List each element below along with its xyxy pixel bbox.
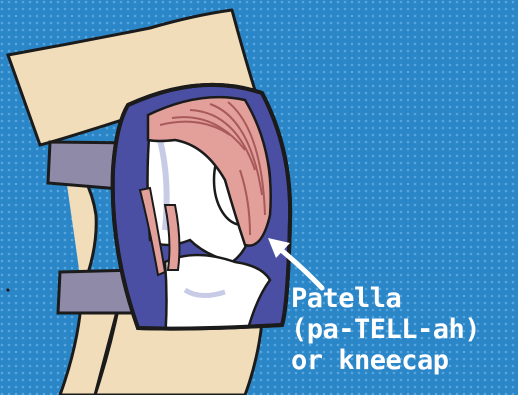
caption-line-term: Patella: [291, 283, 515, 314]
caption-line-common-name: or kneecap: [291, 345, 515, 376]
stray-dot: [6, 288, 9, 291]
caption-line-pronunciation: (pa-TELL-ah): [291, 314, 515, 345]
patella-caption: Patella (pa-TELL-ah) or kneecap: [291, 283, 515, 376]
